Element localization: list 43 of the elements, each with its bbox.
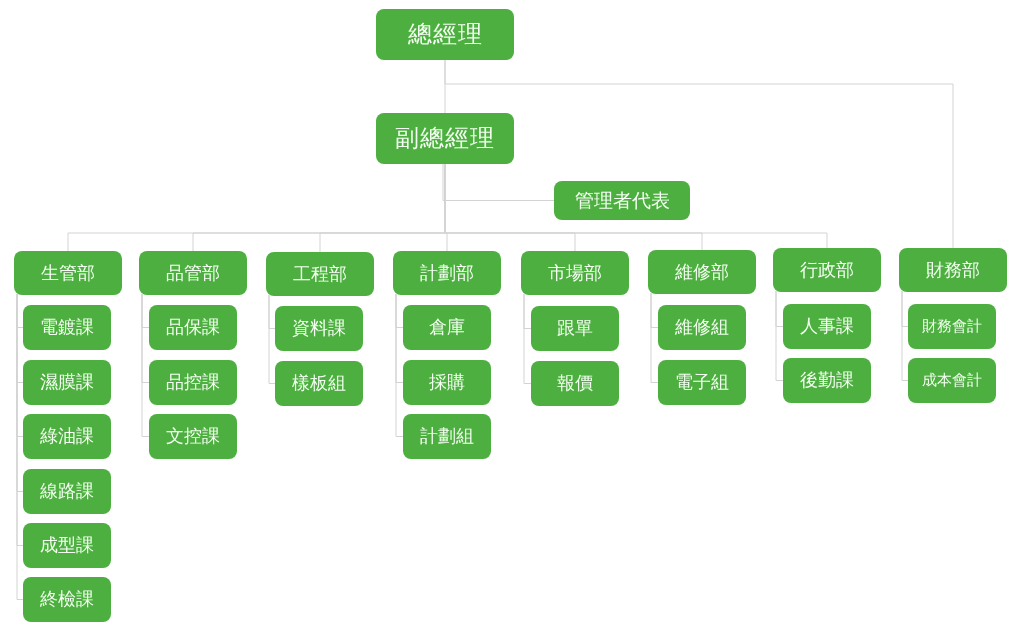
department-box: 工程部	[266, 252, 374, 296]
section-box: 品控課	[149, 360, 237, 405]
section-box: 濕膜課	[23, 360, 111, 405]
department-box: 計劃部	[393, 251, 501, 295]
section-box: 文控課	[149, 414, 237, 459]
section-box: 電鍍課	[23, 305, 111, 350]
section-box: 線路課	[23, 469, 111, 514]
section-box: 財務會計	[908, 304, 996, 349]
section-box: 計劃組	[403, 414, 491, 459]
executive-box: 副總經理	[376, 113, 514, 164]
executive-box: 總經理	[376, 9, 514, 60]
representative-box: 管理者代表	[554, 181, 690, 220]
department-box: 品管部	[139, 251, 247, 295]
department-box: 行政部	[773, 248, 881, 292]
section-box: 採購	[403, 360, 491, 405]
section-box: 成型課	[23, 523, 111, 568]
section-box: 倉庫	[403, 305, 491, 350]
connector-line	[268, 294, 276, 384]
section-box: 電子組	[658, 360, 746, 405]
connector-line	[141, 293, 150, 437]
section-box: 樣板組	[275, 361, 363, 406]
section-box: 跟單	[531, 306, 619, 351]
connector-line	[523, 293, 532, 384]
connector-line	[442, 162, 555, 201]
connector-line	[775, 290, 784, 381]
connector-line	[395, 293, 404, 437]
section-box: 成本會計	[908, 358, 996, 403]
connector-line	[444, 59, 954, 249]
connector-line	[901, 290, 909, 381]
connector-line	[16, 293, 24, 600]
department-box: 維修部	[648, 250, 756, 294]
section-box: 維修組	[658, 305, 746, 350]
section-box: 綠油課	[23, 414, 111, 459]
section-box: 報價	[531, 361, 619, 406]
connector-line	[650, 292, 659, 383]
section-box: 後勤課	[783, 358, 871, 403]
section-box: 人事課	[783, 304, 871, 349]
section-box: 終檢課	[23, 577, 111, 622]
section-box: 品保課	[149, 305, 237, 350]
section-box: 資料課	[275, 306, 363, 351]
department-box: 財務部	[899, 248, 1007, 292]
department-box: 市場部	[521, 251, 629, 295]
department-box: 生管部	[14, 251, 122, 295]
